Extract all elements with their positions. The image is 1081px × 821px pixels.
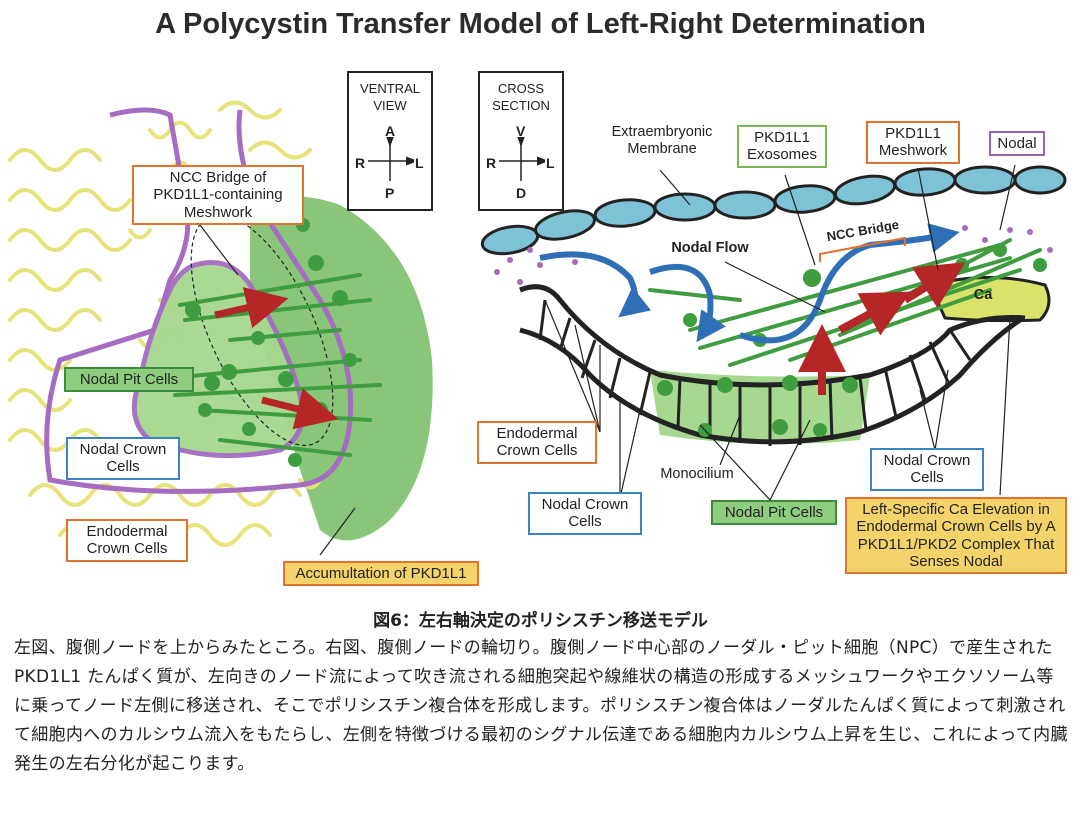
ventral-view-compass: VENTRAL VIEW A R L P — [347, 71, 433, 211]
figure-title: A Polycystin Transfer Model of Left-Righ… — [155, 8, 926, 40]
compass-ventral: V — [516, 123, 526, 139]
compass-left: L — [415, 155, 424, 171]
nodal-label: Nodal — [989, 131, 1045, 157]
caption-heading: 図6：左右軸決定のポリシスチン移送モデル — [373, 611, 708, 631]
compass-right: R — [355, 155, 366, 171]
cross-section-compass: CROSS SECTION V R L D — [478, 71, 564, 211]
endodermal-crown-cells-right-label: Endodermal Crown Cells — [477, 421, 597, 464]
nodal-crown-cells-label: Nodal Crown Cells — [66, 437, 180, 480]
left-specific-ca-label: Left-Specific Ca Elevation in Endodermal… — [845, 497, 1067, 574]
nodal-pit-cells-right-label: Nodal Pit Cells — [711, 500, 837, 526]
figure-illustration — [8, 100, 1067, 556]
nodal-crown-cells-right-label: Nodal Crown Cells — [870, 448, 984, 491]
left-panel-drawing — [8, 100, 433, 556]
ventral-view-caption: VENTRAL VIEW — [360, 81, 420, 113]
nodal-pit-cells-label: Nodal Pit Cells — [64, 367, 194, 393]
monocilium-label: Monocilium — [660, 466, 734, 482]
pkd1l1-meshwork-label: PKD1L1 Meshwork — [866, 121, 960, 164]
nodal-crown-cells-left-label: Nodal Crown Cells — [528, 492, 642, 535]
right-panel-drawing — [480, 164, 1067, 501]
compass-left: L — [546, 155, 555, 171]
compass-posterior: P — [385, 185, 395, 201]
pkd1l1-accumulation-label: Accumultation of PKD1L1 — [283, 561, 479, 587]
extraembryonic-membrane-label: Extraembryonic Membrane — [611, 124, 713, 157]
ca-label: Ca — [973, 287, 993, 303]
endodermal-crown-cells-label: Endodermal Crown Cells — [66, 519, 188, 562]
pkd1l1-exosomes-label: PKD1L1 Exosomes — [737, 125, 827, 168]
compass-dorsal: D — [516, 185, 527, 201]
caption-body: 左図、腹側ノードを上からみたところ。右図、腹側ノードの輪切り。腹側ノード中心部の… — [14, 638, 1068, 774]
crosshair-icon — [368, 137, 414, 181]
crosshair-icon — [499, 137, 545, 181]
ncc-bridge-label: NCC Bridge of PKD1L1-containing Meshwork — [132, 165, 304, 225]
cross-section-caption: CROSS SECTION — [492, 81, 550, 113]
compass-right: R — [486, 155, 497, 171]
nodal-flow-label: Nodal Flow — [671, 240, 749, 256]
compass-anterior: A — [385, 123, 396, 139]
